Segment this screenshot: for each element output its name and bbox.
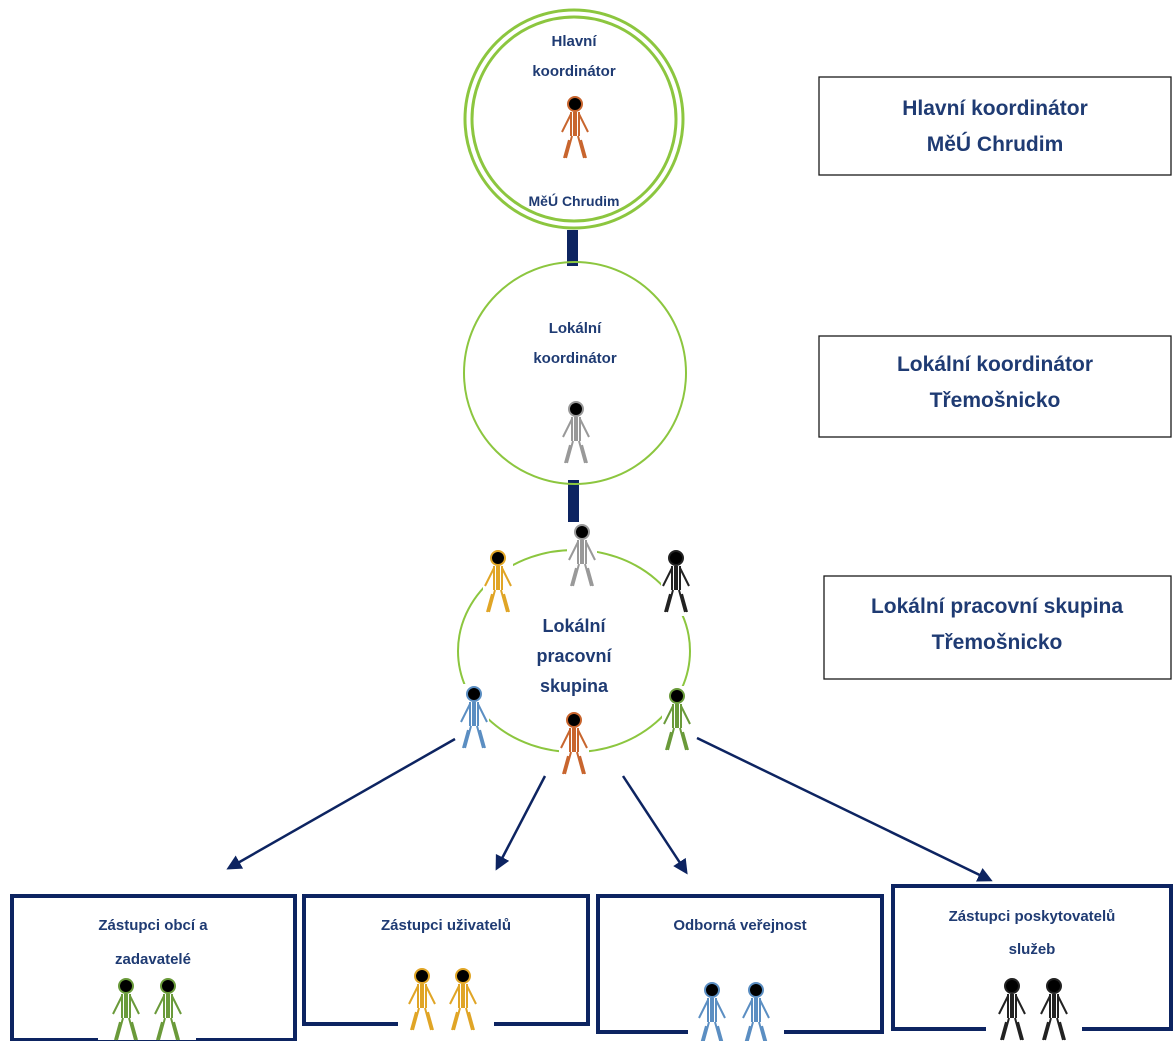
group-member-orange	[559, 710, 589, 778]
main-coordinator-circle: Hlavní koordinátor MěÚ Chrudim	[463, 8, 685, 230]
group-member-yellow	[483, 548, 513, 616]
arrow-to-municipalities	[226, 737, 456, 870]
side-box-3-line1: Lokální pracovní skupina	[871, 595, 1123, 618]
working-group-circle: Lokální pracovní skupina	[457, 549, 691, 753]
bottom-box-4-line1: Zástupci poskytovatelů	[949, 908, 1116, 925]
bottom-box-2-line1: Zástupci uživatelů	[381, 917, 511, 934]
bottom-box-municipalities: Zástupci obcí a zadavatelé	[10, 894, 297, 1041]
bottom-box-public: Odborná veřejnost	[596, 894, 884, 1041]
working-group-line1: Lokální	[542, 616, 606, 636]
arrow-to-users	[495, 775, 547, 871]
side-box-working-group: Lokální pracovní skupina Třemošnicko	[823, 575, 1172, 680]
group-member-green	[662, 686, 692, 754]
person-icon	[561, 96, 589, 159]
side-box-3-line2: Třemošnicko	[932, 631, 1063, 654]
main-coordinator-line1: Hlavní	[551, 33, 597, 50]
side-box-2-line2: Třemošnicko	[930, 389, 1061, 412]
local-coordinator-line1: Lokální	[549, 320, 602, 337]
connector-top	[567, 230, 578, 266]
person-icon	[562, 401, 590, 464]
bottom-box-providers: Zástupci poskytovatelů služeb	[891, 884, 1173, 1041]
arrow-to-providers	[696, 736, 993, 882]
working-group-line2: pracovní	[536, 646, 612, 666]
connector-mid	[568, 480, 579, 528]
side-box-1-line1: Hlavní koordinátor	[902, 97, 1088, 120]
working-group-line3: skupina	[540, 676, 609, 696]
side-box-local-coordinator: Lokální koordinátor Třemošnicko	[818, 335, 1172, 438]
bottom-box-4-line2: služeb	[1009, 941, 1056, 958]
bottom-box-3-line1: Odborná veřejnost	[673, 917, 806, 934]
side-box-main-coordinator: Hlavní koordinátor MěÚ Chrudim	[818, 76, 1172, 176]
local-coordinator-circle: Lokální koordinátor	[463, 261, 687, 485]
side-box-1-line2: MěÚ Chrudim	[927, 132, 1064, 156]
main-coordinator-org: MěÚ Chrudim	[529, 192, 620, 209]
main-coordinator-line2: koordinátor	[532, 63, 615, 80]
group-member-black	[661, 548, 691, 616]
local-coordinator-line2: koordinátor	[533, 350, 616, 367]
side-box-2-line1: Lokální koordinátor	[897, 353, 1093, 376]
bottom-box-1-line1: Zástupci obcí a	[98, 917, 208, 934]
arrow-to-public	[621, 775, 688, 875]
group-member-blue	[459, 684, 489, 752]
group-member-gray	[567, 522, 597, 590]
bottom-box-1-line2: zadavatelé	[115, 951, 191, 968]
bottom-box-users: Zástupci uživatelů	[302, 894, 590, 1031]
